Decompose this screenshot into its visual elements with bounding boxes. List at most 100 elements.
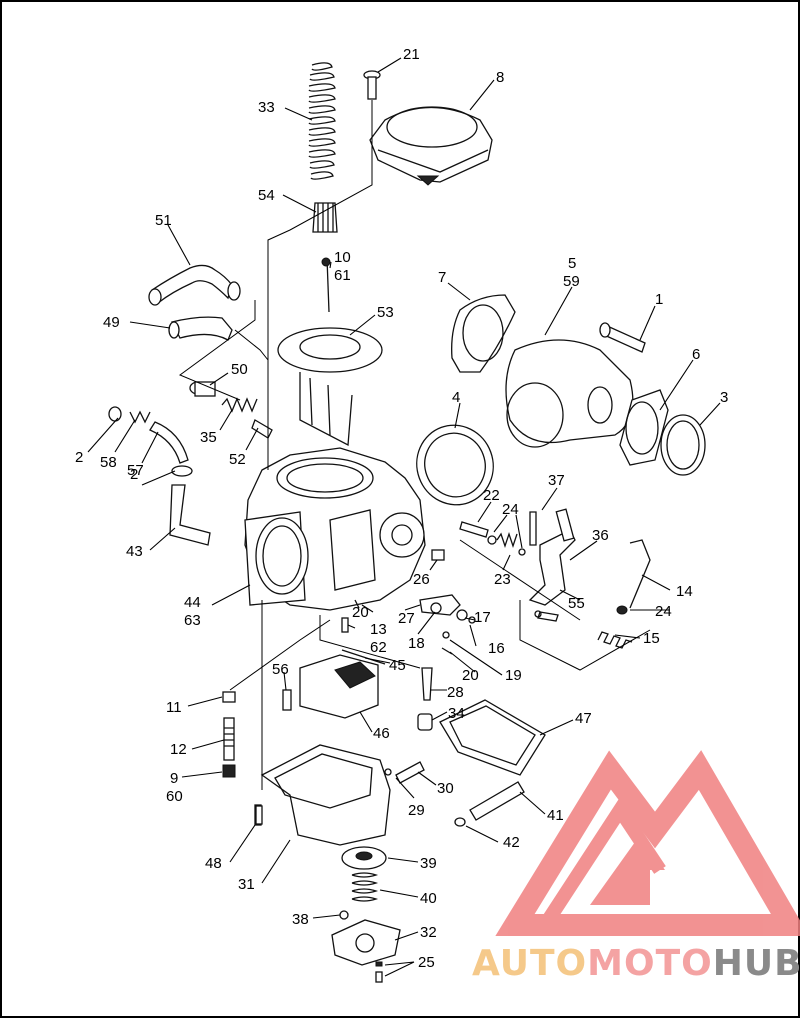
callout-24-lower: 24 [655,603,672,620]
part-spring-33 [308,62,336,180]
callout-45: 45 [389,657,406,674]
callout-58: 58 [100,454,117,471]
callout-62: 62 [370,639,387,656]
part-fitting-26 [431,549,445,561]
part-plug-34 [417,713,433,731]
part-screw-48 [255,805,263,825]
callout-51: 51 [155,212,172,229]
callout-33: 33 [258,99,275,116]
part-hose-41 [454,781,525,827]
callout-40: 40 [420,890,437,907]
callout-53: 53 [377,304,394,321]
callout-20-upper: 20 [352,604,369,621]
callout-15: 15 [643,630,660,647]
part-elbow-43 [169,484,211,546]
callout-11: 11 [166,699,182,716]
callout-59: 59 [563,273,580,290]
callout-48: 48 [205,855,222,872]
callout-60: 60 [166,788,183,805]
part-spring-58 [108,406,151,424]
part-carburetor-body [244,447,426,611]
callout-46: 46 [373,725,390,742]
callout-56: 56 [272,661,289,678]
callout-25: 25 [418,954,435,971]
part-pin-45 [341,649,386,665]
phantom-lines [178,100,651,790]
callout-labels: 21 8 33 54 51 10 61 7 5 59 1 49 53 50 6 … [75,46,728,971]
part-diaphragm-53 [277,327,383,447]
part-diaphragm-39 [341,846,387,870]
watermark-auto: AUTO [472,943,587,984]
callout-23: 23 [494,571,511,588]
callout-16: 16 [488,640,505,657]
part-adapter-5 [505,339,634,448]
callout-30: 30 [437,780,454,797]
callout-55: 55 [568,595,585,612]
part-float-bowl-31 [254,744,391,846]
callout-49: 49 [103,314,120,331]
part-cover-32 [331,919,401,966]
callout-6: 6 [692,346,700,363]
callout-7: 7 [438,269,446,286]
part-screw-52 [251,419,273,439]
part-hose-57 [149,421,189,464]
part-cable-14 [629,539,651,609]
part-spring-23 [487,531,526,556]
part-screw-22 [459,521,489,538]
callout-52: 52 [229,451,246,468]
callout-35: 35 [200,429,217,446]
callout-42: 42 [503,834,520,851]
part-hose-51 [148,264,241,306]
callout-50: 50 [231,361,248,378]
leader-lines [87,57,721,977]
callout-2-lower: 2 [130,466,138,483]
watermark-hub: HUB [713,943,800,984]
callout-27: 27 [398,610,415,627]
callout-44: 44 [184,594,201,611]
callout-37: 37 [548,472,565,489]
callout-26: 26 [413,571,430,588]
callout-22: 22 [483,487,500,504]
part-bolt-1 [599,322,646,353]
callout-57: 57 [127,462,144,479]
callout-32: 32 [420,924,437,941]
part-ring-4 [416,424,494,506]
part-jet-12 [223,717,235,761]
part-screw-37 [529,511,537,546]
callout-8: 8 [496,69,504,86]
callout-38: 38 [292,911,309,928]
part-clamp-2 [171,465,193,477]
part-tube-28 [421,667,433,701]
part-cover-8 [369,106,493,186]
watermark-text: AUTOMOTOHUB [472,943,800,984]
part-hose-49 [168,316,233,341]
part-gasket-7 [451,294,516,373]
callout-13: 13 [370,621,387,638]
part-oring-38 [339,910,349,920]
callout-2-upper: 2 [75,449,83,466]
callout-36: 36 [592,527,609,544]
callout-54: 54 [258,187,275,204]
callout-17: 17 [474,609,491,626]
callout-5: 5 [568,255,576,272]
part-screw-21 [363,70,381,100]
callout-14: 14 [676,583,693,600]
part-jet-11 [222,691,236,703]
watermark-logo [495,750,800,936]
part-washers-17-16 [442,609,476,639]
callout-63: 63 [184,612,201,629]
part-clip-20 [354,599,453,655]
part-gasket-47 [439,699,546,776]
part-lever-18 [419,594,461,616]
part-spring-35 [221,397,258,413]
part-ring-3 [660,414,706,476]
callout-29: 29 [408,802,425,819]
callout-28: 28 [447,684,464,701]
part-screws-25 [375,961,383,983]
callout-10: 10 [334,249,351,266]
part-jet-9 [222,764,236,778]
watermark-moto: MOTO [587,943,713,984]
part-screw-13 [341,617,349,633]
callout-9: 9 [170,770,178,787]
callout-34: 34 [448,705,465,722]
